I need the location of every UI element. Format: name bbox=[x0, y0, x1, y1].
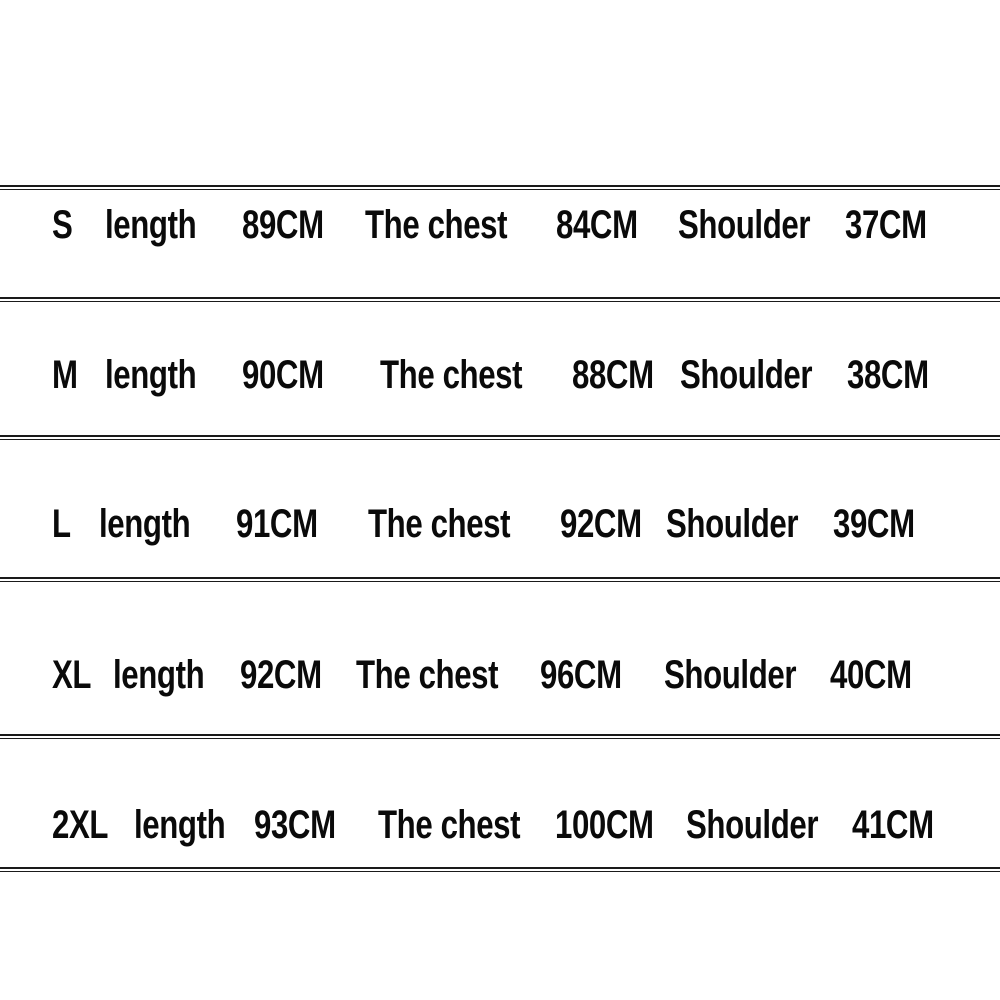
shoulder-label: Shoulder bbox=[666, 502, 799, 546]
length-value: 89CM bbox=[242, 203, 324, 247]
divider-line bbox=[0, 435, 1000, 440]
shoulder-value: 37CM bbox=[845, 203, 927, 247]
size-label: XL bbox=[52, 653, 92, 697]
size-row-s: S length 89CM The chest 84CM Shoulder 37… bbox=[0, 195, 1000, 255]
shoulder-value: 40CM bbox=[830, 653, 912, 697]
chest-value: 88CM bbox=[572, 353, 654, 397]
chest-label: The chest bbox=[368, 502, 511, 546]
chest-label: The chest bbox=[365, 203, 508, 247]
chest-value: 100CM bbox=[555, 803, 654, 847]
chest-label: The chest bbox=[356, 653, 499, 697]
length-value: 92CM bbox=[240, 653, 322, 697]
divider-line bbox=[0, 577, 1000, 582]
shoulder-value: 38CM bbox=[847, 353, 929, 397]
chest-label: The chest bbox=[378, 803, 521, 847]
size-row-m: M length 90CM The chest 88CM Shoulder 38… bbox=[0, 345, 1000, 405]
shoulder-label: Shoulder bbox=[664, 653, 797, 697]
length-value: 90CM bbox=[242, 353, 324, 397]
length-label: length bbox=[113, 653, 205, 697]
shoulder-label: Shoulder bbox=[680, 353, 813, 397]
chest-value: 96CM bbox=[540, 653, 622, 697]
chest-label: The chest bbox=[380, 353, 523, 397]
shoulder-label: Shoulder bbox=[686, 803, 819, 847]
size-row-xl: XL length 92CM The chest 96CM Shoulder 4… bbox=[0, 645, 1000, 705]
size-label: L bbox=[52, 502, 71, 546]
divider-line bbox=[0, 185, 1000, 190]
shoulder-value: 39CM bbox=[833, 502, 915, 546]
size-row-l: L length 91CM The chest 92CM Shoulder 39… bbox=[0, 494, 1000, 554]
divider-line bbox=[0, 734, 1000, 739]
length-label: length bbox=[99, 502, 191, 546]
chest-value: 84CM bbox=[556, 203, 638, 247]
size-label: S bbox=[52, 203, 73, 247]
size-label: M bbox=[52, 353, 78, 397]
length-label: length bbox=[134, 803, 226, 847]
shoulder-value: 41CM bbox=[852, 803, 934, 847]
shoulder-label: Shoulder bbox=[678, 203, 811, 247]
length-label: length bbox=[105, 203, 197, 247]
length-value: 93CM bbox=[254, 803, 336, 847]
length-label: length bbox=[105, 353, 197, 397]
size-label: 2XL bbox=[52, 803, 109, 847]
length-value: 91CM bbox=[236, 502, 318, 546]
size-row-2xl: 2XL length 93CM The chest 100CM Shoulder… bbox=[0, 795, 1000, 855]
divider-line bbox=[0, 867, 1000, 872]
divider-line bbox=[0, 297, 1000, 302]
chest-value: 92CM bbox=[560, 502, 642, 546]
